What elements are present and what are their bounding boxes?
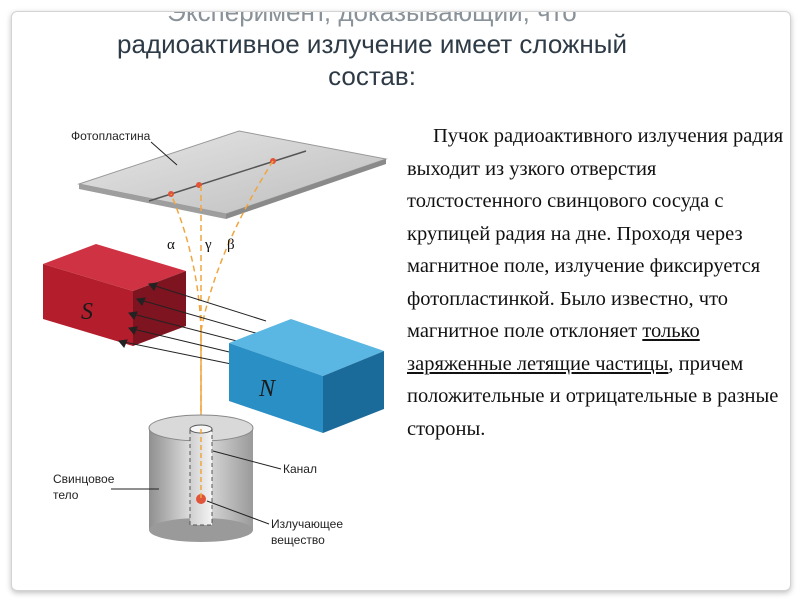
- title-line-1: Эксперимент, доказывающий, что: [167, 11, 577, 27]
- north-pole-label: N: [258, 376, 277, 402]
- photoplate-label: Фотопластина: [71, 129, 151, 143]
- description-text-end: , причем положительные и отрицательные в…: [407, 352, 779, 440]
- south-magnet-side: [133, 271, 186, 346]
- radium-source: [196, 494, 206, 504]
- description-text-start: Пучок радиоактивного излучения радия вых…: [407, 125, 784, 342]
- slide: Эксперимент, доказывающий, что радиоакти…: [11, 11, 791, 591]
- magnetic-field-lines: [118, 282, 267, 367]
- slide-title: Эксперимент, доказывающий, что радиоакти…: [72, 11, 672, 92]
- arrowhead: [118, 339, 128, 348]
- field-line: [118, 340, 242, 367]
- lead-container: [148, 414, 254, 542]
- arrowhead: [128, 326, 138, 335]
- description-paragraph: Пучок радиоактивного излучения радия вых…: [407, 120, 787, 445]
- field-line: [128, 312, 257, 347]
- south-magnet-front: [43, 264, 133, 346]
- lead-body-label-line2: тело: [53, 488, 79, 502]
- source-pointer: [206, 500, 270, 525]
- photoplate-pointer: [150, 141, 178, 166]
- field-line: [148, 283, 267, 322]
- photoplate-surface: [77, 130, 388, 215]
- field-line: [128, 327, 247, 357]
- description-text-underlined: только заряженные летящие частицы: [407, 320, 700, 375]
- photoplate-edge-right: [226, 159, 386, 219]
- source-label-line2: вещество: [271, 533, 325, 547]
- photoplate: [77, 130, 388, 219]
- north-magnet-side: [323, 351, 384, 433]
- radiation-rays: [170, 160, 274, 431]
- channel-pointer: [212, 450, 282, 470]
- beta-ray: [200, 160, 274, 332]
- alpha-symbol: α: [167, 237, 175, 253]
- title-line-2: радиоактивное излучение имеет сложный: [116, 29, 628, 59]
- arrowhead: [136, 297, 146, 306]
- south-pole-label: S: [81, 299, 93, 325]
- title-line-3: состав:: [328, 61, 416, 91]
- channel-label: Канал: [283, 462, 317, 476]
- lead-body-label-line1: Свинцовое: [53, 472, 115, 486]
- south-magnet: S: [43, 244, 186, 346]
- gamma-symbol: γ: [204, 237, 212, 253]
- beta-symbol: β: [227, 237, 235, 253]
- north-magnet: N: [229, 319, 384, 433]
- south-magnet-top: [43, 244, 186, 291]
- arrowhead: [148, 282, 158, 291]
- alpha-ray: [170, 193, 202, 332]
- lead-cylinder-bottom: [149, 518, 253, 542]
- north-magnet-front: [229, 343, 323, 433]
- arrowhead: [128, 311, 138, 320]
- source-label-line1: Излучающее: [271, 517, 343, 531]
- photoplate-edge: [79, 184, 226, 219]
- field-line: [136, 298, 267, 337]
- north-magnet-top: [229, 319, 384, 376]
- photoplate-trace-line: [148, 150, 307, 202]
- experiment-diagram: Фотопластина α γ β S: [43, 129, 388, 547]
